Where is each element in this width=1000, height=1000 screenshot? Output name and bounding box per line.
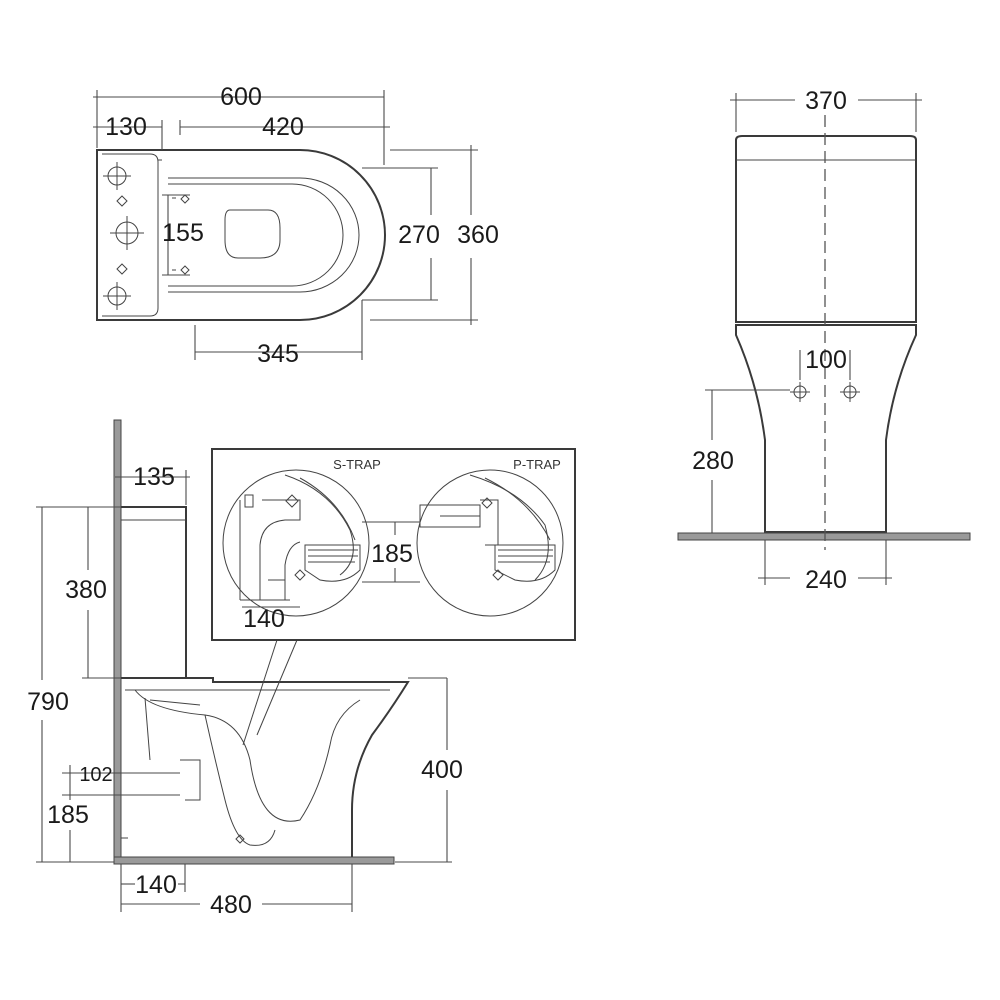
tank-fixing-hole-bottom — [103, 282, 131, 310]
dim-base-width: 240 — [805, 566, 847, 594]
side-view-floor — [113, 856, 395, 865]
front-view-tank — [735, 135, 917, 323]
dim-tank-offset: 135 — [133, 463, 175, 491]
dim-fixing-height: 280 — [692, 447, 734, 475]
dim-tank-width: 370 — [805, 87, 847, 115]
side-view-pan — [121, 677, 410, 857]
bowl-opening — [224, 209, 281, 259]
dim-s-trap-setout: 140 — [243, 605, 285, 633]
front-view-pan — [735, 324, 917, 533]
dim-front-fixing-spacing: 100 — [805, 346, 847, 374]
p-trap-detail — [416, 469, 564, 617]
front-fixing-hole-left — [790, 382, 810, 402]
side-view-tank — [121, 506, 187, 679]
dim-overall-height: 790 — [27, 688, 69, 716]
side-view: 135 380 790 102 185 400 140 480 — [27, 419, 463, 919]
dim-seat-height: 400 — [421, 756, 463, 784]
dim-overall-width: 600 — [220, 83, 262, 111]
dim-waste-diameter: 102 — [79, 764, 112, 786]
dim-bowl-to-front: 420 — [262, 113, 304, 141]
bowl-inner — [168, 183, 344, 287]
trap-detail-frame — [211, 448, 576, 641]
s-trap-detail — [222, 469, 370, 617]
side-view-wall — [113, 419, 122, 865]
front-view-floor — [677, 532, 971, 541]
tank-fixing-hole-top — [103, 162, 131, 190]
dim-waste-height: 185 — [47, 801, 89, 829]
top-view-tank — [102, 153, 159, 317]
dim-projection: 480 — [210, 891, 252, 919]
tank-fixing-hole-middle — [110, 216, 144, 250]
top-view-outline — [96, 149, 386, 321]
dim-overall-depth: 360 — [457, 221, 499, 249]
front-fixing-hole-right — [840, 382, 860, 402]
dim-tank-depth: 130 — [105, 113, 147, 141]
front-view: 370 100 280 240 — [677, 87, 971, 594]
dim-fixing-spacing: 155 — [162, 219, 204, 247]
dim-seat-width: 270 — [398, 221, 440, 249]
p-trap-label: P-TRAP — [513, 457, 561, 472]
side-view-bowl-trap — [134, 689, 361, 822]
dim-fixing-to-front: 345 — [257, 340, 299, 368]
seat-outline — [168, 177, 360, 293]
trap-detail: S-TRAP P-TRAP 185 140 — [211, 448, 576, 641]
s-trap-label: S-TRAP — [333, 457, 381, 472]
dim-wall-to-waste: 140 — [135, 871, 177, 899]
dim-tank-height: 380 — [65, 576, 107, 604]
top-view: 600 130 420 155 270 360 345 — [93, 83, 499, 368]
dim-p-trap-height: 185 — [371, 540, 413, 568]
